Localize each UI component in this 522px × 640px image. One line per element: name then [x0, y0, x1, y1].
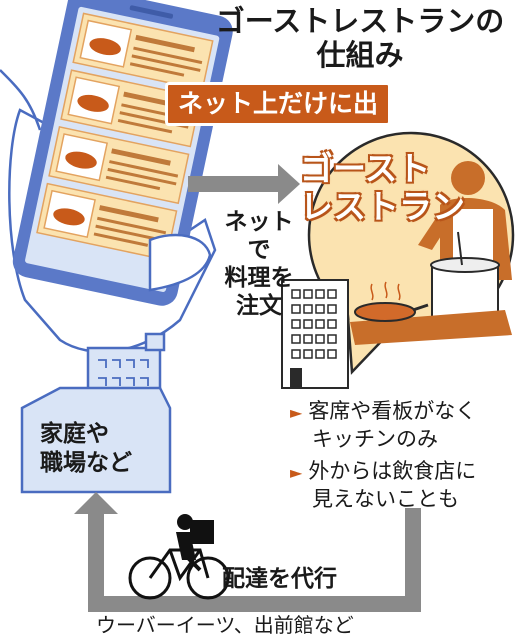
- bullet-1-line-2: キッチンのみ: [312, 427, 438, 451]
- delivery-label: 配達を代行: [222, 566, 337, 592]
- order-label: ネットで 料理を 注文: [214, 208, 304, 320]
- bullet-item: ► 外からは飲食店に 見えないことも: [290, 458, 520, 512]
- frying-pan: [354, 281, 429, 322]
- home-label-line-2: 職場など: [40, 450, 132, 476]
- thumb-illustration: [148, 233, 212, 292]
- order-arrow: [188, 164, 300, 204]
- cooking-pot: [430, 231, 500, 321]
- ghost-restaurant-line-1: ゴースト: [300, 149, 431, 188]
- bullet-triangle-icon: ►: [290, 463, 303, 482]
- home-workplace-label: 家庭や 職場など: [40, 420, 160, 478]
- bullet-1-line-1: 客席や看板がなく: [308, 399, 477, 423]
- page-title: ゴーストレストランの 仕組み: [205, 4, 515, 72]
- order-line-3: 注文: [236, 293, 282, 319]
- title-line-2: 仕組み: [316, 38, 404, 72]
- bullet-2-line-2: 見えないことも: [312, 487, 459, 511]
- bullet-2-line-1: 外からは飲食店に: [308, 459, 477, 483]
- office-building: [281, 279, 349, 389]
- home-workplace-building: [20, 332, 172, 494]
- online-only-badge: ネット上だけに出店: [165, 82, 391, 156]
- delivery-arrow: [74, 492, 421, 612]
- home-label-line-1: 家庭や: [40, 421, 109, 447]
- order-line-1: ネットで: [224, 209, 294, 263]
- ghost-restaurant-line-2: レストラン: [300, 187, 465, 226]
- delivery-cyclist-icon: [128, 514, 230, 600]
- kitchen-counter: [350, 310, 512, 345]
- bullet-triangle-icon: ►: [290, 403, 303, 422]
- bullet-item: ► 客席や看板がなく キッチンのみ: [290, 398, 520, 452]
- title-line-1: ゴーストレストランの: [215, 4, 505, 38]
- delivery-services-label: ウーバーイーツ、出前館など: [96, 613, 354, 637]
- smartphone: [12, 0, 233, 306]
- ghost-restaurant-label: ゴースト レストラン: [300, 150, 470, 226]
- order-line-2: 料理を: [224, 265, 294, 291]
